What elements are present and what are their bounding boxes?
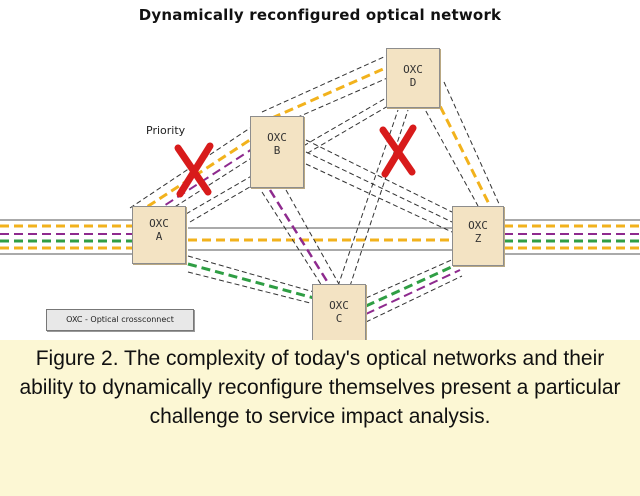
node-oxc-z: OXC Z xyxy=(452,206,504,266)
link-d-z xyxy=(421,81,501,207)
failure-x-icon-ab xyxy=(174,142,214,198)
node-d-line1: OXC xyxy=(403,63,423,76)
link-c-z xyxy=(365,257,463,323)
failure-x-icon-bd xyxy=(379,124,417,178)
priority-label: Priority xyxy=(146,124,186,137)
node-a-line2: A xyxy=(155,230,163,243)
figure-caption-area: Figure 2. The complexity of today's opti… xyxy=(0,340,640,496)
node-b-line2: B xyxy=(273,144,281,157)
node-c-line1: OXC xyxy=(329,299,349,312)
legend-box: OXC - Optical crossconnect xyxy=(46,309,194,331)
right-trunk xyxy=(504,219,640,255)
node-oxc-b: OXC B xyxy=(250,116,304,188)
node-c-line2: C xyxy=(335,312,343,325)
left-trunk xyxy=(0,219,132,255)
node-b-line1: OXC xyxy=(267,131,287,144)
link-b-c xyxy=(261,189,341,287)
link-a-c xyxy=(187,255,315,305)
figure-caption: Figure 2. The complexity of today's opti… xyxy=(19,347,621,428)
node-z-line1: OXC xyxy=(468,219,488,232)
network-links xyxy=(0,55,640,323)
link-a-z xyxy=(188,227,452,251)
node-oxc-d: OXC D xyxy=(386,48,440,108)
diagram-title: Dynamically reconfigured optical network xyxy=(138,6,502,24)
link-b-d xyxy=(261,55,393,125)
link-b-z xyxy=(305,139,453,233)
node-a-line1: OXC xyxy=(149,217,169,230)
node-d-line2: D xyxy=(409,76,417,89)
node-oxc-c: OXC C xyxy=(312,284,366,342)
link-c-d xyxy=(337,109,409,287)
node-z-line2: Z xyxy=(474,232,482,245)
network-diagram: Dynamically reconfigured optical network xyxy=(0,6,640,342)
node-oxc-a: OXC A xyxy=(132,206,186,264)
